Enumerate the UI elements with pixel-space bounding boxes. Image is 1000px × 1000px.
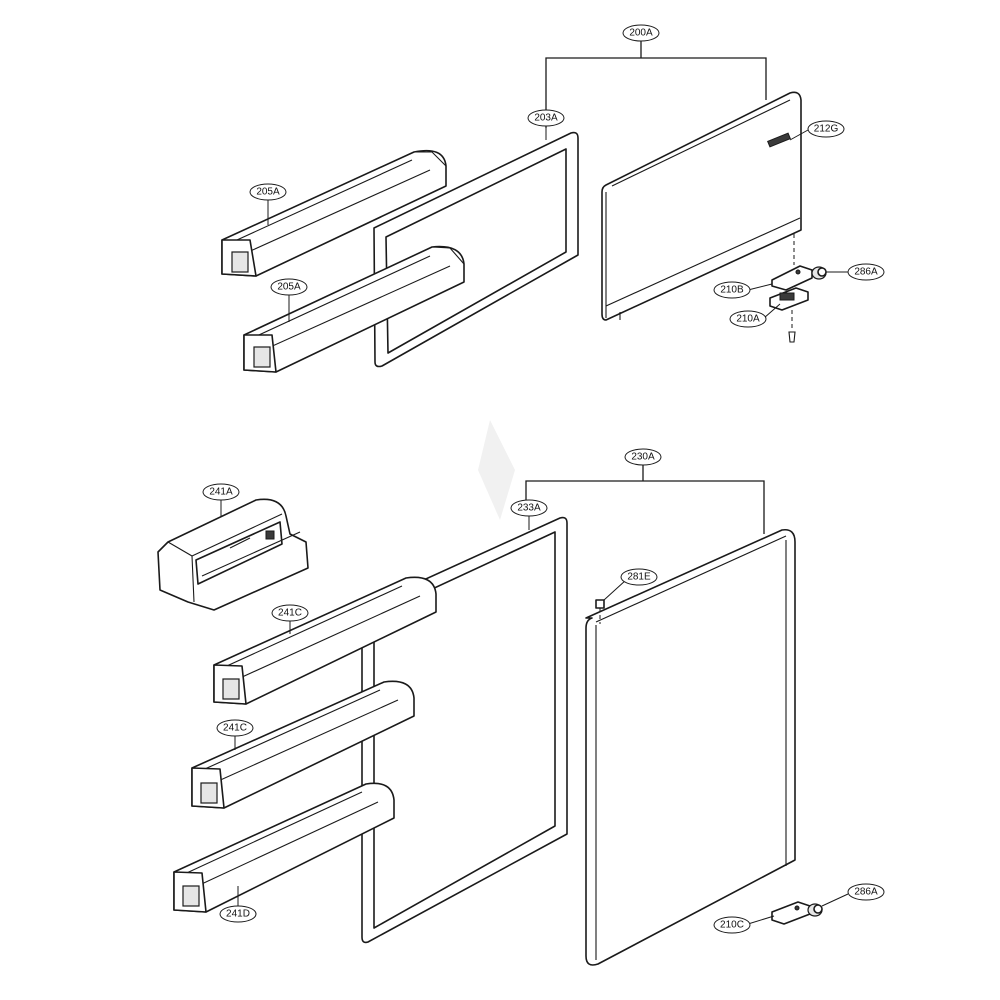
fridge-door-230A	[585, 528, 796, 966]
svg-text:205A: 205A	[256, 187, 280, 198]
svg-text:200A: 200A	[629, 28, 653, 39]
callout-233A: 233A	[510, 499, 548, 517]
callout-241D: 241D	[219, 905, 257, 923]
svg-text:281E: 281E	[627, 572, 651, 583]
leader-210C	[747, 915, 775, 925]
callout-241C-top: 241C	[271, 604, 309, 622]
leader-286A-bottom	[821, 893, 849, 907]
leader-212G	[789, 129, 809, 141]
svg-text:205A: 205A	[277, 282, 301, 293]
svg-text:286A: 286A	[854, 887, 878, 898]
gasket-233A	[361, 516, 568, 944]
freezer-door-200A	[601, 91, 802, 321]
dairy-compartment-241A	[157, 498, 309, 611]
callout-230A: 230A	[624, 448, 662, 466]
svg-text:210A: 210A	[736, 314, 760, 325]
svg-text:233A: 233A	[517, 503, 541, 514]
hinge-assembly-upper	[769, 234, 827, 343]
svg-text:241A: 241A	[209, 487, 233, 498]
callout-210A: 210A	[729, 310, 767, 328]
bracket-200A	[545, 40, 767, 128]
door-bin-241D	[173, 782, 395, 913]
svg-text:286A: 286A	[854, 267, 878, 278]
callout-205A-bottom: 205A	[270, 278, 308, 296]
callout-286A-top: 286A	[847, 263, 885, 281]
callout-200A: 200A	[622, 24, 660, 42]
callout-203A: 203A	[527, 109, 565, 127]
leader-210A	[763, 303, 781, 319]
door-bin-241C-bottom	[191, 680, 415, 809]
svg-text:203A: 203A	[534, 113, 558, 124]
door-bin-205A-bottom	[243, 245, 465, 373]
leader-210B	[747, 283, 773, 291]
callout-241A: 241A	[202, 483, 240, 501]
hinge-assembly-lower	[771, 901, 823, 925]
svg-text:210B: 210B	[720, 285, 744, 296]
svg-text:241C: 241C	[278, 608, 302, 619]
leader-281E	[603, 579, 627, 601]
svg-text:212G: 212G	[814, 124, 839, 135]
callout-210B: 210B	[713, 281, 751, 299]
door-bin-205A-top	[221, 149, 447, 277]
svg-text:241C: 241C	[223, 723, 247, 734]
svg-text:241D: 241D	[226, 909, 250, 920]
bracket-230A	[525, 463, 765, 534]
cap-281E	[595, 599, 605, 624]
callout-286A-bottom: 286A	[847, 883, 885, 901]
callout-212G: 212G	[807, 120, 845, 138]
callout-205A-top: 205A	[249, 183, 287, 201]
door-bin-241C-top	[213, 576, 437, 705]
callout-241C-bottom: 241C	[216, 719, 254, 737]
watermark-logo	[478, 420, 515, 520]
callout-281E: 281E	[620, 568, 658, 586]
svg-text:230A: 230A	[631, 452, 655, 463]
svg-text:210C: 210C	[720, 920, 744, 931]
callout-210C: 210C	[713, 916, 751, 934]
